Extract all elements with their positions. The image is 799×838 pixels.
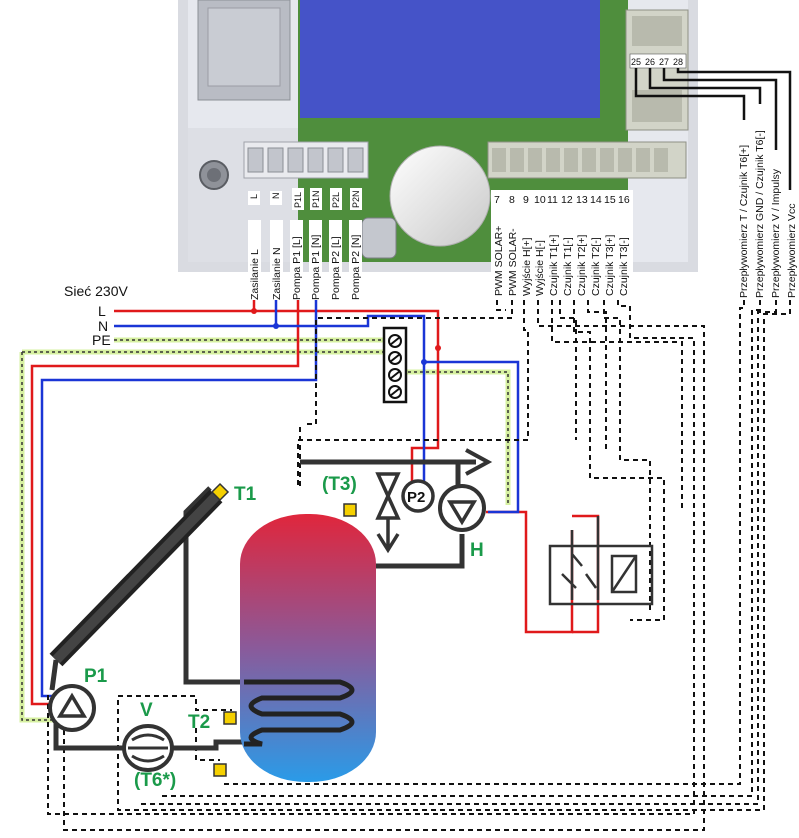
label-t2: T2	[188, 712, 210, 733]
label-h: H	[470, 540, 484, 561]
junction	[421, 359, 427, 365]
cable-gland	[361, 217, 397, 259]
terminal-number: 10	[534, 194, 546, 206]
mains-line-l: L	[98, 303, 106, 319]
label-v: V	[140, 700, 153, 721]
right-terminal-labels: Przepływomierz T / Czujnik T6[+] Przepły…	[737, 104, 798, 300]
terminal-label: Pompa P2 [N]	[350, 235, 362, 300]
terminal-label: Przepływomierz V / Impulsy	[770, 168, 782, 298]
terminal-tag: P2N	[351, 190, 361, 208]
label-p1: P1	[84, 666, 108, 687]
pump-h	[438, 484, 486, 532]
terminal-label: Pompa P1 [N]	[310, 235, 322, 300]
terminal-number: 27	[659, 57, 669, 67]
terminal-number: 7	[494, 194, 500, 206]
terminal-label: Czujnik T3[+]	[604, 235, 616, 296]
label-t3: (T3)	[322, 474, 357, 495]
terminal-label: Wyjście H[+]	[521, 237, 533, 296]
sensors	[210, 482, 357, 777]
terminal-number: 11	[547, 194, 558, 206]
terminal-label: Pompa P1 [L]	[291, 236, 303, 300]
terminal-tag: P1L	[293, 192, 303, 208]
flow-arrow	[465, 448, 493, 476]
pump-p2: P2	[401, 479, 435, 513]
connector-block	[382, 326, 408, 404]
terminal-label: Przepływomierz T / Czujnik T6[+]	[738, 145, 750, 298]
relay-contactor	[548, 516, 654, 606]
terminal-label: PWM SOLAR-	[507, 228, 519, 296]
terminal-label: Czujnik T1[+]	[548, 235, 560, 296]
mid-terminal-cells	[492, 148, 668, 172]
junction	[273, 323, 279, 329]
controller-knob	[389, 145, 491, 247]
junction	[435, 345, 441, 351]
sensor-t6-icon	[213, 763, 227, 777]
mid-terminal-numbers: 7 8 9 10 11 12 13 14 15 16	[491, 190, 633, 206]
neutral-wires	[40, 300, 520, 698]
label-t1: T1	[234, 484, 257, 505]
signal-wires	[47, 300, 791, 831]
p2-symbol: P2	[407, 489, 425, 506]
sensor-t2-icon	[223, 711, 237, 725]
terminal-label: Zasilanie N	[271, 247, 283, 300]
terminal-label: Pompa P2 [L]	[330, 236, 342, 300]
storage-tank	[240, 514, 376, 782]
terminal-number: 16	[618, 194, 630, 206]
terminal-label: Czujnik T2[+]	[576, 235, 588, 296]
terminal-number: 25	[631, 57, 641, 67]
terminal-number: 15	[604, 194, 616, 206]
heat-exchanger-coil	[244, 679, 355, 747]
terminal-label: Czujnik T3[-]	[618, 237, 630, 296]
mid-terminal-labels: PWM SOLAR+ PWM SOLAR- Wyjście H[+] Wyjśc…	[491, 206, 633, 302]
mains-line-n: N	[98, 318, 108, 334]
terminal-number: 28	[673, 57, 683, 67]
terminal-label: Przepływomierz GND / Czujnik T6[-]	[754, 130, 766, 298]
terminal-number: 13	[576, 194, 588, 206]
pipes	[53, 459, 476, 751]
terminal-number: 26	[645, 57, 655, 67]
left-terminal-labels: Zasilanie L Zasilanie N Pompa P1 [L] Pom…	[248, 220, 362, 302]
solar-collector	[49, 489, 223, 691]
mains-title: Sieć 230V	[64, 283, 128, 299]
terminal-label: Wyjście H[-]	[534, 240, 546, 296]
terminal-tag: P2L	[331, 192, 341, 208]
terminal-label: PWM SOLAR+	[493, 226, 505, 296]
terminal-tag: L	[249, 194, 259, 199]
terminal-number: 14	[590, 194, 602, 206]
left-terminal-tags: L N P1L P1N P2L P2N	[248, 188, 362, 210]
mains-line-pe: PE	[92, 332, 111, 348]
pump-p1	[48, 684, 96, 732]
controller-display	[300, 0, 600, 118]
terminal-number: 12	[561, 194, 573, 206]
pe-wires	[19, 337, 511, 723]
terminal-tag: P1N	[311, 190, 321, 208]
power-terminal-cells	[247, 147, 364, 173]
terminal-number: 8	[509, 194, 515, 206]
junction	[251, 308, 257, 314]
sensor-t1-icon	[210, 482, 230, 502]
terminal-number: 9	[523, 194, 529, 206]
three-way-valve	[375, 472, 401, 554]
label-t6: (T6*)	[134, 770, 176, 791]
terminal-tag: N	[271, 193, 281, 200]
power-terminal-block	[243, 141, 369, 179]
terminal-label: Czujnik T2[-]	[590, 237, 602, 296]
terminal-label: Zasilanie L	[249, 249, 261, 300]
right-terminal-numbers: 25 26 27 28	[629, 53, 687, 69]
terminal-label: Czujnik T1[-]	[562, 237, 574, 296]
flowmeter	[122, 724, 174, 772]
terminal-label: Przepływomierz Vcc	[786, 203, 798, 298]
sensor-t3-icon	[343, 503, 357, 517]
